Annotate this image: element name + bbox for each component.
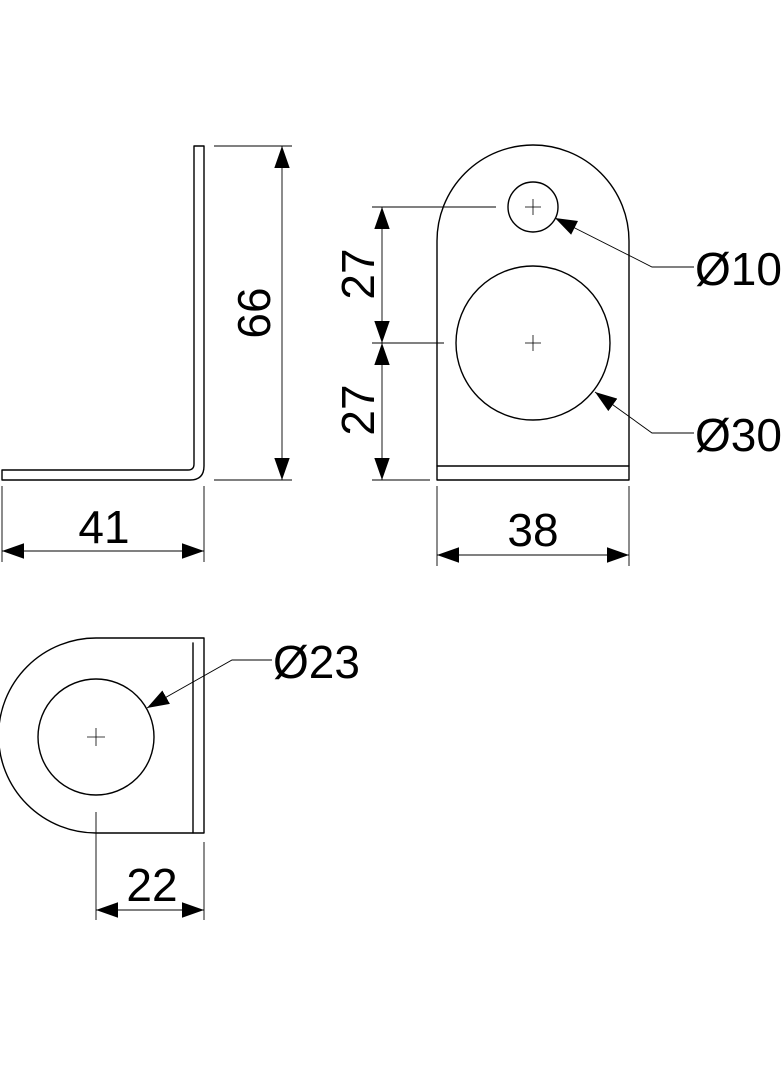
small-hole xyxy=(507,181,559,233)
side-width-label: 41 xyxy=(78,501,129,553)
large-hole xyxy=(455,265,611,421)
leader-small-hole xyxy=(554,217,694,268)
small-hole-diameter-label: Ø10 xyxy=(695,243,782,295)
front-plate-outline xyxy=(436,144,630,481)
front-lower-spacing-label: 27 xyxy=(332,384,384,435)
front-view: 27 27 38 Ø10 Ø30 xyxy=(332,144,782,566)
top-view: Ø23 22 xyxy=(0,636,360,920)
side-height-label: 66 xyxy=(228,287,280,338)
top-flange-outline xyxy=(0,637,205,834)
side-view: 66 41 xyxy=(1,145,292,562)
front-width-label: 38 xyxy=(507,504,558,556)
leader-large-hole xyxy=(594,391,694,434)
top-hole xyxy=(37,678,155,796)
large-hole-diameter-label: Ø30 xyxy=(695,409,782,461)
bracket-l-profile xyxy=(1,145,205,481)
top-hole-offset-label: 22 xyxy=(126,859,177,911)
leader-top-hole xyxy=(146,659,272,709)
top-hole-diameter-label: Ø23 xyxy=(273,636,360,688)
front-upper-spacing-label: 27 xyxy=(332,248,384,299)
